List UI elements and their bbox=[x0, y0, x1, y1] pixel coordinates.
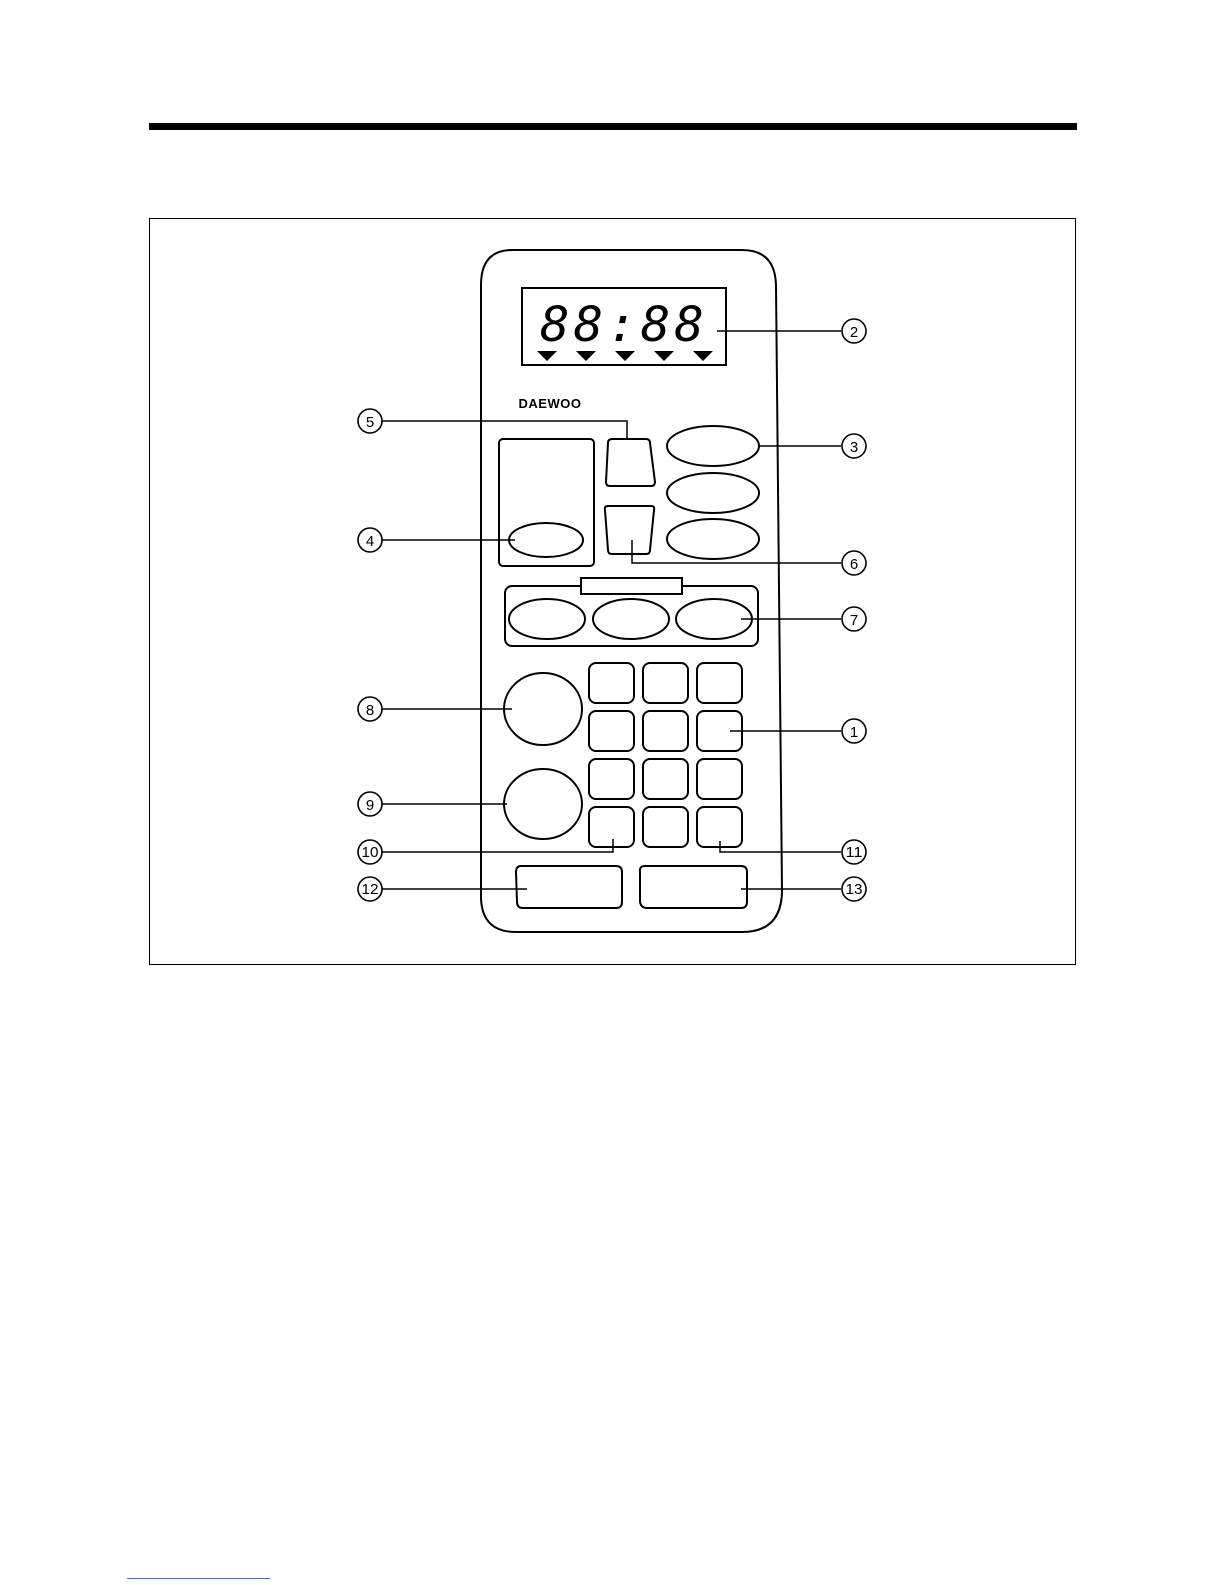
stop-cancel-button[interactable] bbox=[504, 769, 582, 839]
callout-number-1: 1 bbox=[850, 724, 858, 741]
leader-line-10 bbox=[381, 839, 613, 852]
auto-cook-label-box bbox=[581, 578, 682, 594]
keypad-key[interactable] bbox=[589, 807, 634, 847]
auto-cook-button-2[interactable] bbox=[593, 599, 669, 639]
function-button-3[interactable] bbox=[667, 519, 759, 559]
indicator-arrow-icon bbox=[615, 351, 635, 361]
keypad-key[interactable] bbox=[643, 759, 688, 799]
door-open-button[interactable] bbox=[509, 523, 583, 557]
number-keypad bbox=[589, 663, 742, 847]
callouts bbox=[358, 319, 866, 901]
keypad-key[interactable] bbox=[643, 711, 688, 751]
leader-line-6 bbox=[632, 540, 841, 563]
indicator-arrow-icon bbox=[537, 351, 557, 361]
power-level-button[interactable] bbox=[606, 439, 655, 486]
display-readout: 88:88 bbox=[540, 297, 708, 353]
function-button-2[interactable] bbox=[667, 473, 759, 513]
keypad-key[interactable] bbox=[589, 759, 634, 799]
callout-number-9: 9 bbox=[366, 797, 374, 814]
leader-line-5 bbox=[381, 421, 627, 439]
callout-number-2: 2 bbox=[850, 324, 858, 341]
keypad-key[interactable] bbox=[643, 807, 688, 847]
keypad-key[interactable] bbox=[643, 663, 688, 703]
callout-number-8: 8 bbox=[366, 702, 374, 719]
quick-start-button[interactable] bbox=[640, 866, 747, 908]
keypad-key[interactable] bbox=[697, 663, 742, 703]
callout-number-5: 5 bbox=[366, 414, 374, 431]
brand-logo: DAEWOO bbox=[519, 396, 582, 411]
keypad-key[interactable] bbox=[589, 711, 634, 751]
callout-number-6: 6 bbox=[850, 556, 858, 573]
keypad-key[interactable] bbox=[697, 759, 742, 799]
keypad-key[interactable] bbox=[589, 663, 634, 703]
cook-time-button[interactable] bbox=[504, 673, 582, 745]
callout-number-3: 3 bbox=[850, 439, 858, 456]
callout-number-4: 4 bbox=[366, 533, 374, 550]
callout-number-12: 12 bbox=[362, 881, 379, 898]
callout-number-10: 10 bbox=[362, 844, 379, 861]
auto-cook-button-1[interactable] bbox=[509, 599, 585, 639]
leader-lines bbox=[381, 331, 841, 889]
indicator-arrow-icon bbox=[576, 351, 596, 361]
indicator-arrow-icon bbox=[693, 351, 713, 361]
auto-cook-button-3[interactable] bbox=[676, 599, 752, 639]
indicator-arrow-icon bbox=[654, 351, 674, 361]
callout-number-7: 7 bbox=[850, 612, 858, 629]
callout-number-11: 11 bbox=[846, 844, 863, 861]
callout-number-13: 13 bbox=[846, 881, 863, 898]
weight-defrost-button[interactable] bbox=[605, 506, 654, 554]
start-button[interactable] bbox=[516, 866, 622, 908]
clock-button[interactable] bbox=[667, 426, 759, 466]
